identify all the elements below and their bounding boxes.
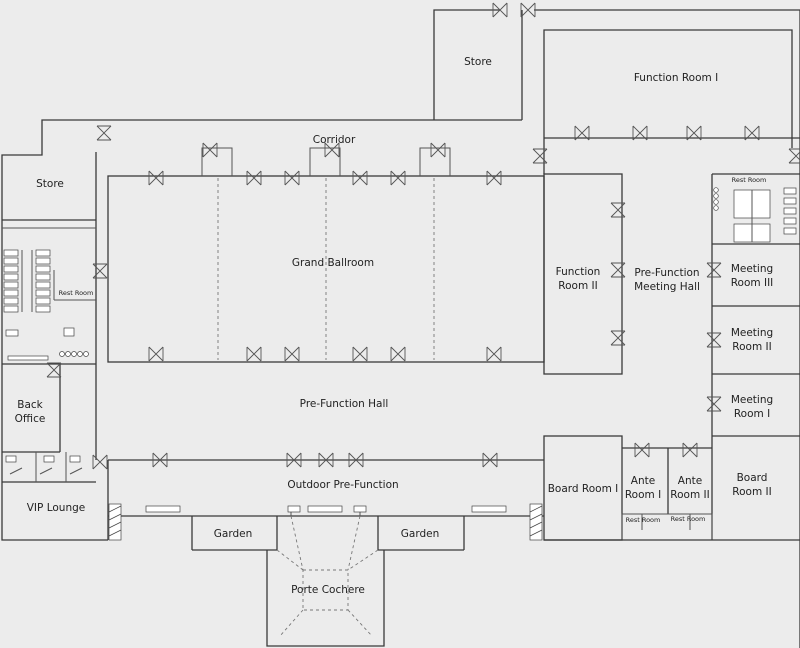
door-symbols	[46, 2, 800, 470]
garden-right-label: Garden	[401, 528, 439, 540]
restroom-fixtures-left	[3, 249, 89, 361]
board-room-2-label-line1: Board	[737, 472, 768, 484]
ante-room-1-label-line2: Room I	[625, 489, 661, 501]
door-symbol	[788, 148, 800, 164]
back-office-label-line2: Office	[15, 413, 46, 425]
corridor-label: Corridor	[313, 134, 356, 146]
door-symbol	[148, 170, 164, 186]
ante-room-1-label-line1: Ante	[631, 475, 655, 487]
door-symbol	[246, 346, 262, 362]
pre-function-meeting-label-line2: Meeting Hall	[634, 281, 700, 293]
door-symbol	[352, 346, 368, 362]
door-symbol	[148, 346, 164, 362]
door-symbol	[430, 142, 446, 158]
door-symbol	[706, 396, 722, 412]
board-room-1-label: Board Room I	[548, 483, 619, 495]
stair-hatches	[108, 503, 543, 541]
door-symbol	[574, 125, 590, 141]
door-symbol	[532, 148, 548, 164]
outdoor-pre-function-label: Outdoor Pre-Function	[287, 479, 398, 491]
meeting-room-2-label-line2: Room II	[732, 341, 771, 353]
door-symbol	[284, 346, 300, 362]
garden-left-label: Garden	[214, 528, 252, 540]
room-labels: Store Function Room I Corridor Store Gra…	[15, 56, 774, 596]
door-symbol	[92, 454, 108, 470]
door-symbol	[744, 125, 760, 141]
door-symbol	[246, 170, 262, 186]
back-office-label-line1: Back	[17, 399, 43, 411]
door-symbol	[286, 452, 302, 468]
door-symbol	[610, 262, 626, 278]
pre-function-meeting-label-line1: Pre-Function	[634, 267, 699, 279]
meeting-room-1-label-line2: Room I	[734, 408, 770, 420]
function-room-1-label: Function Room I	[634, 72, 718, 84]
door-symbol	[92, 263, 108, 279]
door-symbol	[520, 2, 536, 18]
board-room-2-label-line2: Room II	[732, 486, 771, 498]
door-symbol	[632, 125, 648, 141]
door-symbol	[482, 452, 498, 468]
door-symbol	[610, 202, 626, 218]
pre-function-hall-label: Pre-Function Hall	[300, 398, 389, 410]
vip-lounge-label: VIP Lounge	[27, 502, 85, 514]
planters	[145, 505, 507, 513]
door-symbol	[284, 170, 300, 186]
meeting-room-1-label-line1: Meeting	[731, 394, 773, 406]
ante-room-2-label-line2: Room II	[670, 489, 709, 501]
function-room-2-label-line2: Room II	[558, 280, 597, 292]
door-symbol	[152, 452, 168, 468]
ante-room-2-label-line1: Ante	[678, 475, 702, 487]
meeting-room-2-label-line1: Meeting	[731, 327, 773, 339]
porte-cochere-label: Porte Cochere	[291, 584, 365, 596]
door-symbol	[682, 442, 698, 458]
meeting-room-3-label-line1: Meeting	[731, 263, 773, 275]
store-top-label: Store	[464, 56, 492, 68]
vip-fixtures	[5, 455, 83, 475]
door-symbol	[706, 332, 722, 348]
store-left-label: Store	[36, 178, 64, 190]
door-symbol	[486, 346, 502, 362]
door-symbol	[706, 262, 722, 278]
outer-walls	[1, 9, 800, 648]
rest-room-ante-1-label: Rest Room	[626, 516, 661, 524]
door-symbol	[486, 170, 502, 186]
door-symbol	[390, 346, 406, 362]
door-symbol	[686, 125, 702, 141]
door-symbol	[492, 2, 508, 18]
restroom-fixtures-right	[713, 187, 797, 243]
rest-room-right-label: Rest Room	[732, 176, 767, 184]
function-room-2-label-line1: Function	[556, 266, 601, 278]
door-symbol	[318, 452, 334, 468]
door-symbol	[96, 125, 112, 141]
door-symbol	[390, 170, 406, 186]
rest-room-ante-2-label: Rest Room	[671, 515, 706, 523]
door-symbol	[324, 142, 340, 158]
door-symbol	[634, 442, 650, 458]
grand-ballroom-label: Grand Ballroom	[292, 257, 374, 269]
door-symbol	[610, 330, 626, 346]
meeting-room-3-label-line2: Room III	[731, 277, 774, 289]
rest-room-left-label: Rest Room	[59, 289, 94, 297]
door-symbol	[352, 170, 368, 186]
door-symbol	[348, 452, 364, 468]
door-symbol	[202, 142, 218, 158]
door-symbol	[46, 362, 62, 378]
interior-walls	[2, 137, 800, 637]
